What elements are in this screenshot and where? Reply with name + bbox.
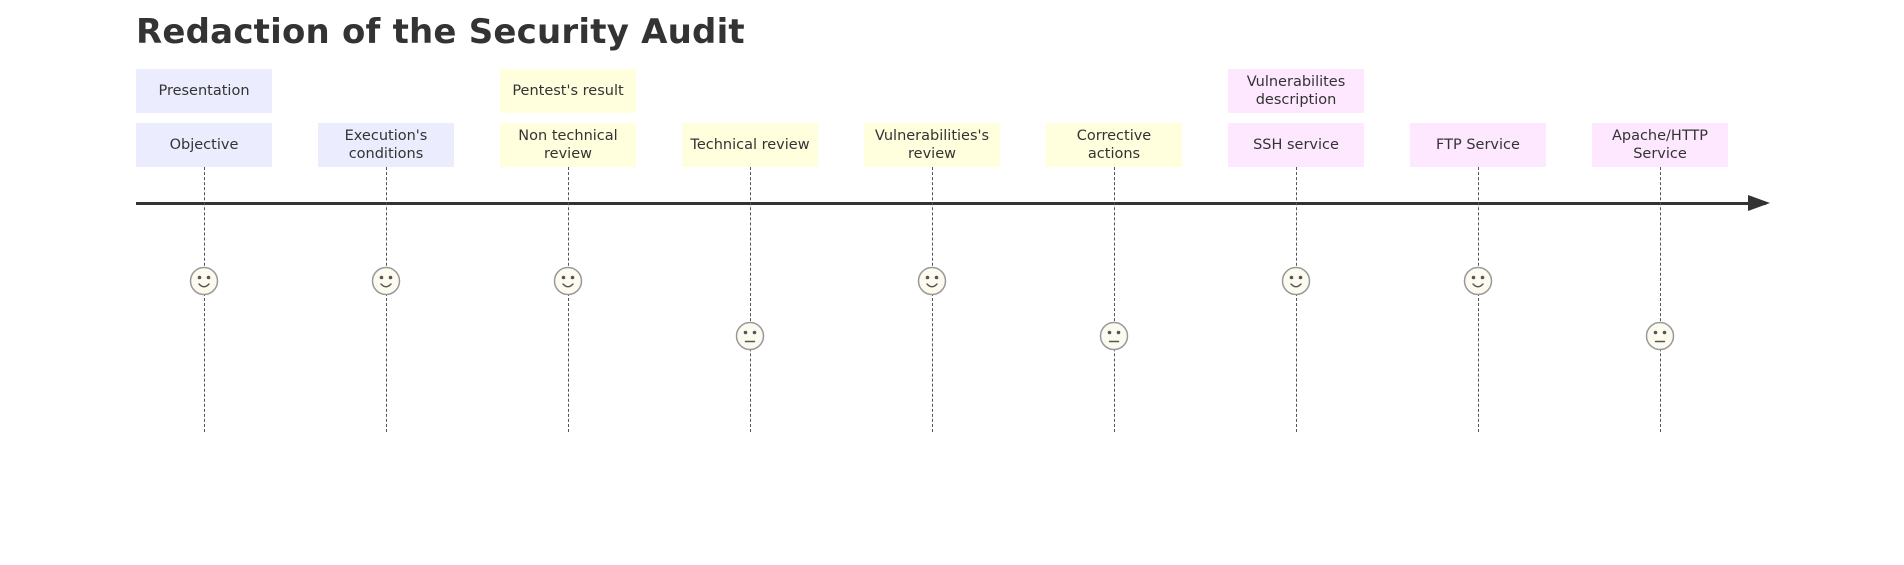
section-box: Pentest's result [500, 69, 636, 113]
section-box: Presentation [136, 69, 272, 113]
task-box: SSH service [1228, 123, 1364, 167]
task-line [1296, 167, 1297, 432]
diagram-title: Redaction of the Security Audit [136, 12, 745, 52]
happy-face-icon [553, 266, 583, 296]
task-box: Apache/HTTP Service [1592, 123, 1728, 167]
task-box: Vulnerabilities's review [864, 123, 1000, 167]
task-line [204, 167, 205, 432]
task-box: Execution's conditions [318, 123, 454, 167]
task-line [568, 167, 569, 432]
task-line [1114, 167, 1115, 432]
task-box: Technical review [682, 123, 818, 167]
happy-face-icon [1281, 266, 1311, 296]
neutral-face-icon [1645, 321, 1675, 351]
task-line [1478, 167, 1479, 432]
timeline-axis [136, 202, 1766, 205]
task-line [386, 167, 387, 432]
neutral-face-icon [735, 321, 765, 351]
task-line [1660, 167, 1661, 432]
task-box: Non technical review [500, 123, 636, 167]
task-box: Objective [136, 123, 272, 167]
happy-face-icon [189, 266, 219, 296]
timeline-arrowhead [1748, 195, 1770, 211]
happy-face-icon [371, 266, 401, 296]
happy-face-icon [917, 266, 947, 296]
neutral-face-icon [1099, 321, 1129, 351]
task-line [750, 167, 751, 432]
section-box: Vulnerabilites description [1228, 69, 1364, 113]
task-box: Corrective actions [1046, 123, 1182, 167]
task-box: FTP Service [1410, 123, 1546, 167]
task-line [932, 167, 933, 432]
happy-face-icon [1463, 266, 1493, 296]
